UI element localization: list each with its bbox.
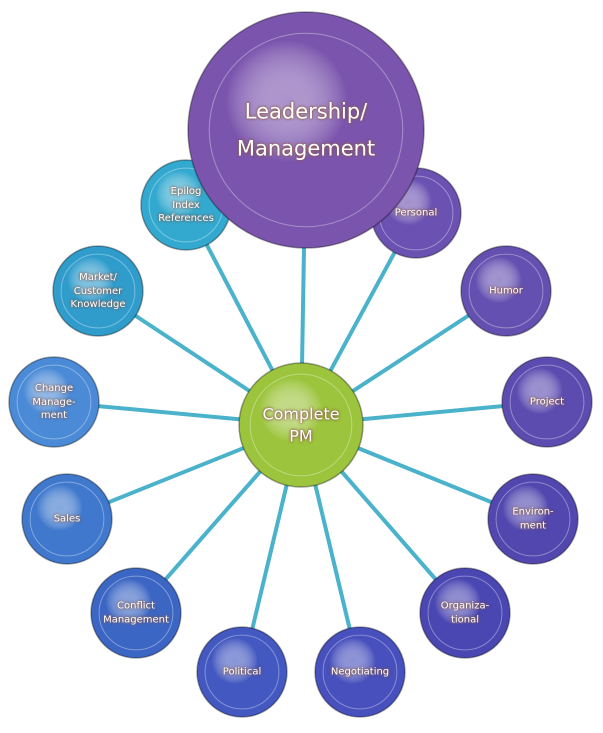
node-circle-highlight bbox=[204, 634, 280, 710]
node-circle-highlight bbox=[495, 481, 571, 557]
node-circle-highlight bbox=[322, 634, 398, 710]
node-circle-highlight bbox=[468, 253, 544, 329]
node-circle-highlight bbox=[427, 575, 503, 651]
node-label: Sales bbox=[53, 513, 81, 525]
node-circle-highlight bbox=[98, 575, 174, 651]
node-label: Epilog Index References bbox=[158, 185, 214, 224]
top-label: Leadership/ Management bbox=[236, 99, 376, 160]
node-label: Project bbox=[529, 396, 565, 408]
node-label: Negotiating bbox=[330, 666, 390, 678]
node-circle-highlight bbox=[60, 253, 136, 329]
hub-circle-highlight bbox=[249, 373, 353, 477]
top-circle-highlight bbox=[208, 32, 404, 228]
node-label: Humor bbox=[489, 285, 523, 297]
node-label: Environ- ment bbox=[512, 506, 554, 532]
node-circle-highlight bbox=[509, 364, 585, 440]
node-label: Personal bbox=[394, 207, 438, 219]
node-label: Market/ Customer Knowledge bbox=[70, 271, 126, 310]
node-label: Change Manage- ment bbox=[32, 382, 76, 421]
node-label: Conflict Management bbox=[103, 600, 169, 626]
node-circle-highlight bbox=[16, 364, 92, 440]
node-label: Organiza- tional bbox=[440, 600, 490, 626]
node-circle-highlight bbox=[29, 481, 105, 557]
node-label: Political bbox=[222, 666, 262, 678]
hub-label: Complete PM bbox=[262, 404, 340, 445]
